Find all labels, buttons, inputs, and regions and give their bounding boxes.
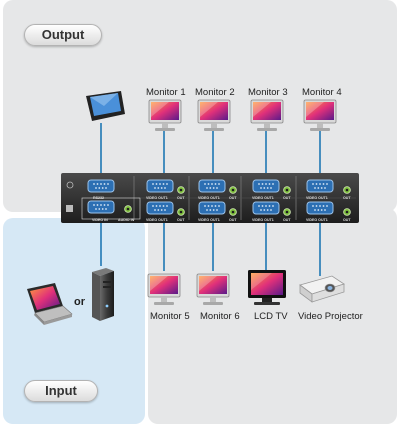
monitor-1-label: Monitor 1 (146, 87, 186, 98)
video-out-label-2: VIDEO OUT1 (198, 196, 220, 200)
out-label-4: OUT (343, 196, 351, 200)
cables (100, 123, 321, 276)
video-out-label-8: VIDEO OUT1 (306, 218, 328, 222)
monitor-3-label: Monitor 3 (248, 87, 288, 98)
audio-out-jack-1 (177, 186, 185, 194)
video-out-port-4 (306, 179, 334, 193)
video-out-label-3: VIDEO OUT1 (252, 196, 274, 200)
video-in-port (87, 200, 115, 214)
monitor-3-icon (250, 99, 284, 132)
out-label-3: OUT (283, 196, 291, 200)
audio-out-jack-6 (229, 208, 237, 216)
video-out-label-7: VIDEO OUT1 (252, 218, 274, 222)
monitor-2-icon (197, 99, 231, 132)
monitor-6-label: Monitor 6 (200, 311, 240, 322)
video-projector-label: Video Projector (298, 311, 363, 322)
audio-out-jack-5 (177, 208, 185, 216)
video-splitter-device: RS232 VIDEO IN AUDIO IN VIDEO OUT1 VIDEO… (61, 173, 359, 223)
video-out-port-5 (146, 201, 174, 215)
audio-out-jack-3 (283, 186, 291, 194)
video-out-port-7 (252, 201, 280, 215)
video-out-port-6 (198, 201, 226, 215)
laptop-icon (27, 283, 73, 325)
audio-in-jack (124, 205, 132, 213)
video-out-label-4: VIDEO OUT1 (306, 196, 328, 200)
video-out-label-5: VIDEO OUT1 (146, 218, 168, 222)
audio-out-jack-7 (283, 208, 291, 216)
monitor-1-icon (148, 99, 182, 132)
out-label-1: OUT (177, 196, 185, 200)
video-out-port-8 (306, 201, 334, 215)
monitor-4-label: Monitor 4 (302, 87, 342, 98)
output-heading: Output (24, 24, 102, 46)
audio-out-jack-2 (229, 186, 237, 194)
video-out-port-2 (198, 179, 226, 193)
video-out-label-6: VIDEO OUT1 (198, 218, 220, 222)
lcd-tv-icon (248, 270, 286, 305)
output-panel-lower (148, 208, 397, 424)
monitor-5-icon (147, 273, 181, 306)
lcd-tv-label: LCD TV (254, 311, 288, 322)
input-heading: Input (24, 380, 98, 402)
monitor-5-label: Monitor 5 (150, 311, 190, 322)
out-label-7: OUT (283, 218, 291, 222)
touch-panel-icon (86, 91, 125, 121)
out-label-6: OUT (229, 218, 237, 222)
desktop-tower-icon (92, 268, 114, 321)
monitor-2-label: Monitor 2 (195, 87, 235, 98)
audio-out-jack-8 (343, 208, 351, 216)
rs232-label: RS232 (93, 196, 104, 200)
monitor-4-icon (303, 99, 337, 132)
out-label-8: OUT (343, 218, 351, 222)
video-projector-icon (299, 275, 345, 303)
video-out-port-3 (252, 179, 280, 193)
monitor-6-icon (196, 273, 230, 306)
audio-in-label: AUDIO IN (118, 218, 135, 222)
out-label-2: OUT (229, 196, 237, 200)
audio-out-jack-4 (343, 186, 351, 194)
out-label-5: OUT (177, 218, 185, 222)
or-text: or (74, 296, 86, 308)
video-out-label-1: VIDEO OUT1 (146, 196, 168, 200)
video-in-label: VIDEO IN (92, 218, 108, 222)
rs232-port (87, 179, 115, 193)
video-out-port-1 (146, 179, 174, 193)
